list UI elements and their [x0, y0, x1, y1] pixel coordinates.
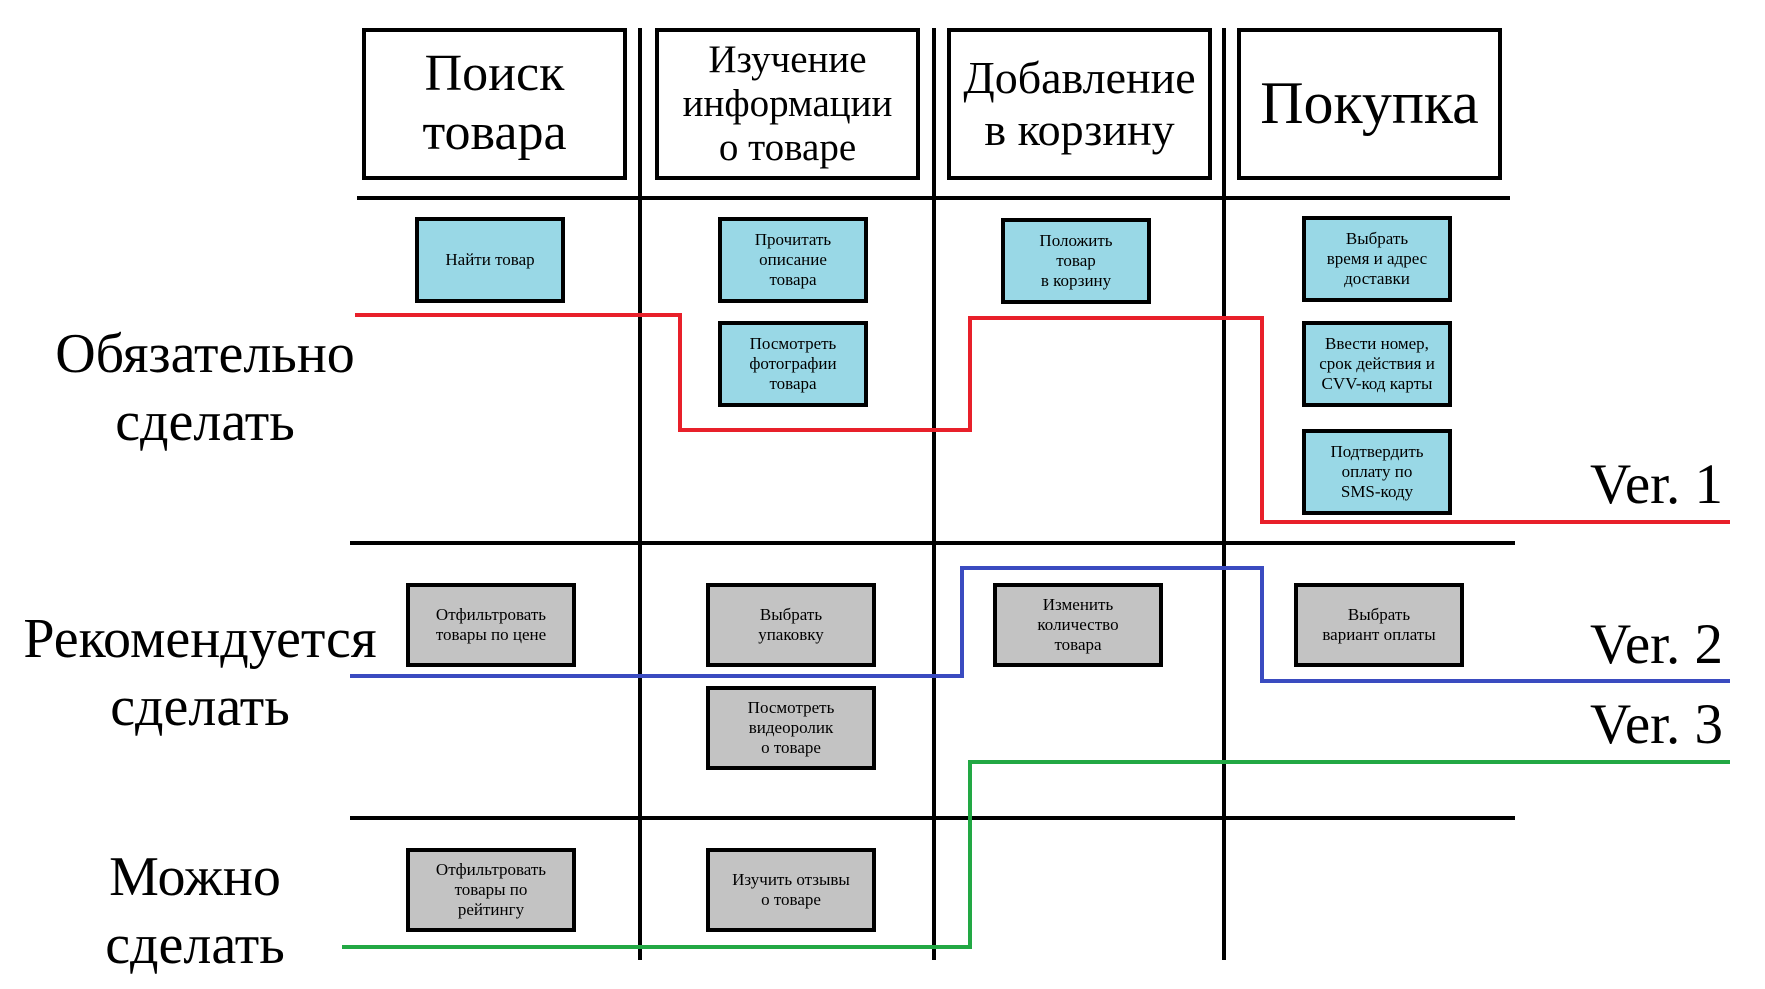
- version-3-label: Ver. 3: [1590, 693, 1723, 756]
- card-find-product: Найти товар: [415, 217, 565, 303]
- card-choose-delivery: Выбрать время и адрес доставки: [1302, 216, 1452, 302]
- version-1-line: [355, 313, 1730, 524]
- card-view-photos: Посмотреть фотографии товара: [718, 321, 868, 407]
- stage-add-to-cart: Добавление в корзину: [947, 28, 1212, 180]
- card-read-reviews: Изучить отзывы о товаре: [706, 848, 876, 932]
- row-label-optional: Можно сделать: [105, 846, 285, 977]
- card-confirm-sms: Подтвердить оплату по SMS-коду: [1302, 429, 1452, 515]
- version-1-label: Ver. 1: [1590, 453, 1723, 516]
- card-choose-packaging: Выбрать упаковку: [706, 583, 876, 667]
- card-read-description: Прочитать описание товара: [718, 217, 868, 303]
- card-filter-by-rating: Отфильтровать товары по рейтингу: [406, 848, 576, 932]
- card-choose-payment: Выбрать вариант оплаты: [1294, 583, 1464, 667]
- stage-study-info: Изучение информации о товаре: [655, 28, 920, 180]
- card-change-quantity: Изменить количество товара: [993, 583, 1163, 667]
- row-label-must: Обязательно сделать: [55, 323, 355, 454]
- version-2-label: Ver. 2: [1590, 613, 1723, 676]
- card-put-in-cart: Положить товар в корзину: [1001, 218, 1151, 304]
- card-enter-card-details: Ввести номер, срок действия и CVV-код ка…: [1302, 321, 1452, 407]
- card-filter-by-price: Отфильтровать товары по цене: [406, 583, 576, 667]
- version-3-line: [342, 760, 1730, 949]
- card-watch-video: Посмотреть видеоролик о товаре: [706, 686, 876, 770]
- version-2-line: [350, 566, 1730, 683]
- stage-purchase: Покупка: [1237, 28, 1502, 180]
- stage-search: Поиск товара: [362, 28, 627, 180]
- row-label-recommended: Рекомендуется сделать: [23, 608, 377, 739]
